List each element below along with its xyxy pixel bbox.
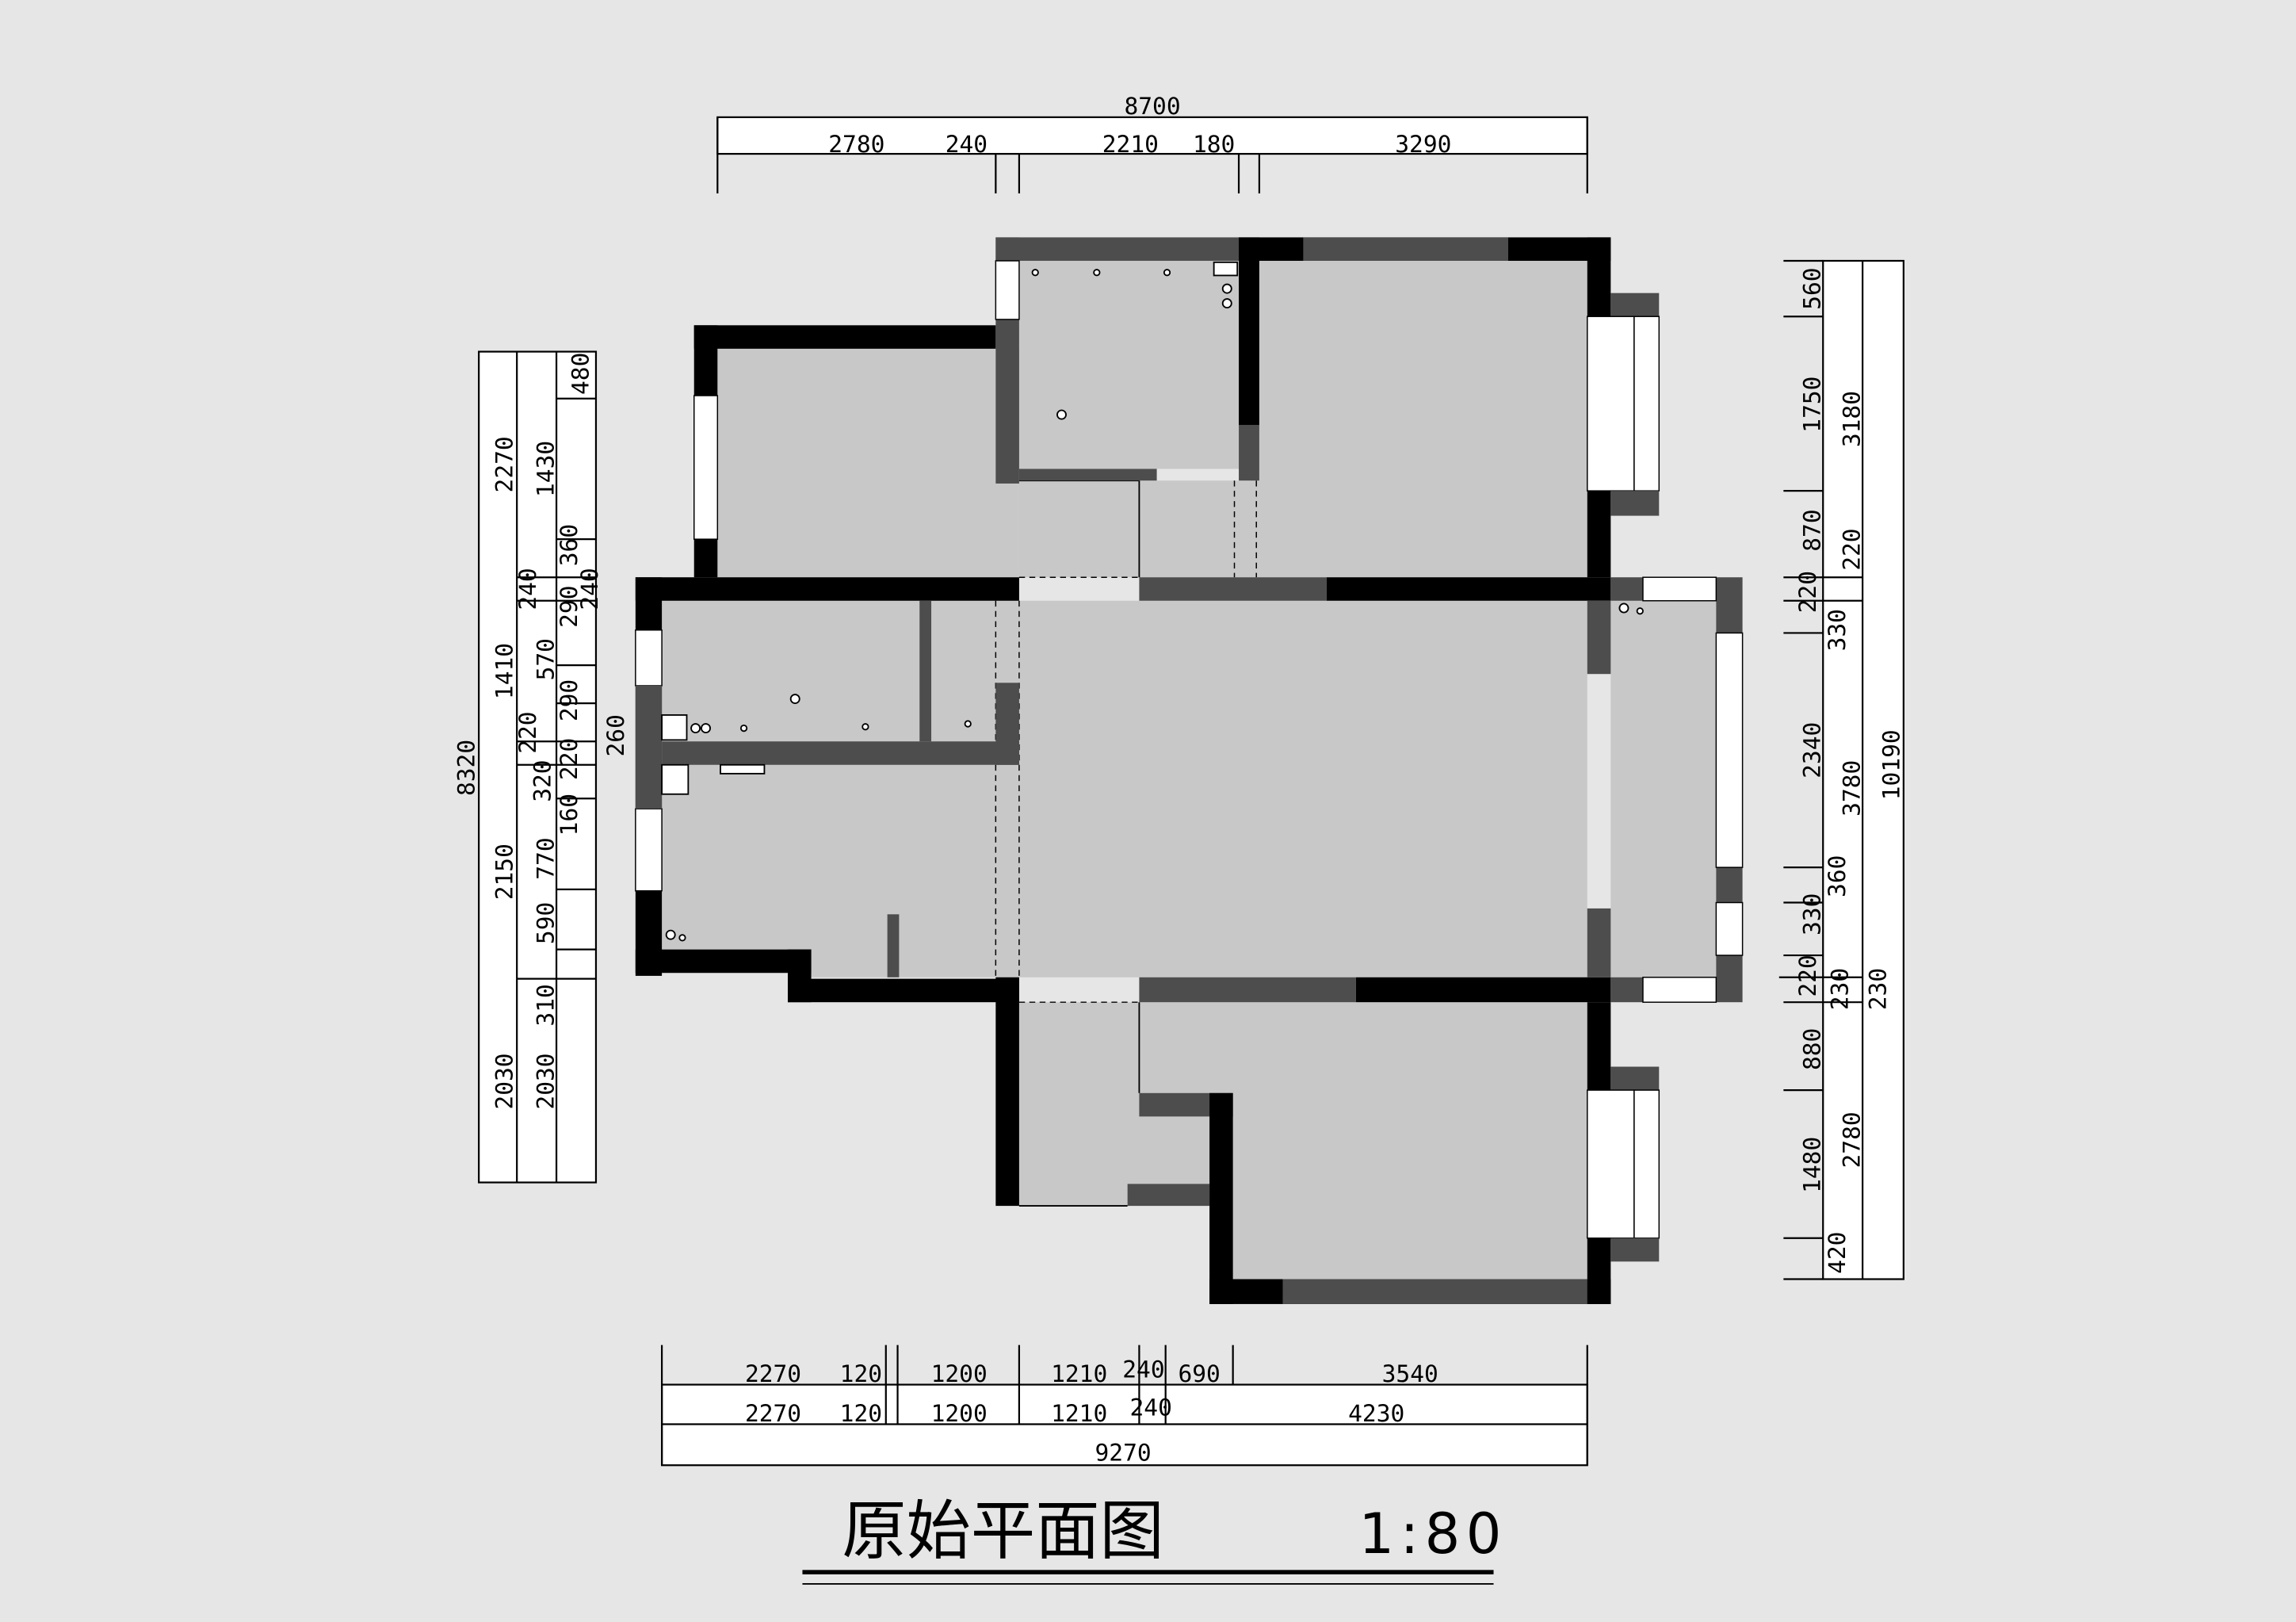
drawing-scale: 1:80 [1359,1501,1507,1567]
dim-bottom-total: 9270 [1095,1440,1152,1467]
dim-left: 290 [556,679,583,721]
dim-right-total: 10190 [1878,729,1904,800]
dim-left: 360 [556,524,583,566]
dim-left-inner: 260 [602,714,629,756]
rooms [662,260,1717,1280]
dim-bottom: 120 [840,1360,882,1387]
window [1715,901,1744,956]
dim-left: 220 [556,738,583,780]
dim-right: 220 [1794,954,1821,997]
dim-right: 2340 [1799,722,1826,778]
dim-left: 590 [532,902,559,944]
dim-top: 240 [946,131,988,158]
dim-right: 880 [1799,1028,1826,1070]
dim-left: 480 [567,353,594,395]
dim-right: 3780 [1838,760,1865,817]
room-kitchen [662,600,932,742]
dashed-openings [995,480,1257,1003]
dim-top: 3290 [1395,131,1451,158]
dim-left: 320 [529,759,556,801]
window [1715,632,1744,868]
room-top-right-bedroom [1259,260,1587,578]
dim-right: 1480 [1799,1137,1826,1193]
dim-right: 2780 [1838,1111,1865,1168]
dim-right: 330 [1799,893,1826,935]
dim-bottom: 1210 [1051,1400,1107,1427]
room-dining [662,764,996,977]
dim-bottom: 240 [1130,1394,1172,1421]
dim-bottom: 1200 [931,1360,988,1387]
dim-left: 220 [514,711,541,753]
dim-top: 2780 [828,131,884,158]
window [635,629,663,687]
dim-left: 240 [514,568,541,610]
window [693,395,719,540]
dim-bottom: 120 [840,1400,882,1427]
dim-left: 290 [556,585,583,627]
dim-left: 770 [532,837,559,879]
dim-bottom: 3540 [1382,1360,1438,1387]
windows [635,260,1744,1262]
room-small-storage [931,600,996,742]
window [635,808,663,892]
dim-right: 220 [1838,528,1865,570]
dim-bottom: 1210 [1051,1360,1107,1387]
dim-bottom: 4230 [1348,1400,1404,1427]
dimension-lines [478,116,1904,1467]
dim-top-total: 8700 [1124,93,1180,120]
drawing-title: 原始平面图 [842,1494,1163,1569]
room-balcony [1610,600,1717,977]
dim-right: 420 [1824,1232,1851,1274]
fixtures [661,261,1644,942]
dim-bottom: 1200 [931,1400,988,1427]
dim-left: 2030 [491,1053,518,1109]
dim-left: 240 [576,568,603,610]
dim-bottom: 240 [1122,1356,1164,1383]
dim-left: 2030 [532,1053,559,1109]
dim-top: 180 [1193,131,1235,158]
dim-right: 870 [1799,509,1826,551]
dim-left: 1410 [491,643,518,699]
dim-right: 230 [1827,968,1854,1010]
dimension-labels: 8700 2780 240 2210 180 3290 2270 120 120… [453,93,1905,1467]
dim-right: 560 [1799,267,1826,309]
dim-bottom: 2270 [745,1400,801,1427]
bay-window [1587,316,1635,492]
room-top-bathroom [1018,260,1240,469]
dim-left: 570 [532,638,559,680]
room-bottom-bedroom [1139,1002,1587,1280]
dim-bottom: 2270 [745,1360,801,1387]
dim-right: 230 [1865,968,1892,1010]
window [995,260,1020,320]
dim-right: 3180 [1838,391,1865,447]
room-living [995,600,1587,977]
bay-window [1587,1089,1635,1239]
dim-right: 220 [1794,571,1821,613]
dim-left: 160 [556,794,583,836]
dim-left: 310 [532,984,559,1026]
dim-left-total: 8320 [453,740,480,796]
dim-right: 1750 [1799,377,1826,433]
dim-right: 360 [1824,855,1851,897]
dim-top: 2210 [1102,131,1159,158]
dim-left: 1430 [532,441,559,497]
room-top-left-bedroom [717,348,1019,578]
dim-right: 330 [1824,609,1851,651]
window [1642,576,1717,602]
dim-left: 2270 [491,436,518,492]
room-bottom-bathroom [1018,1002,1210,1207]
dim-bottom: 690 [1178,1360,1220,1387]
window [1642,977,1717,1003]
dim-left: 2150 [491,844,518,900]
